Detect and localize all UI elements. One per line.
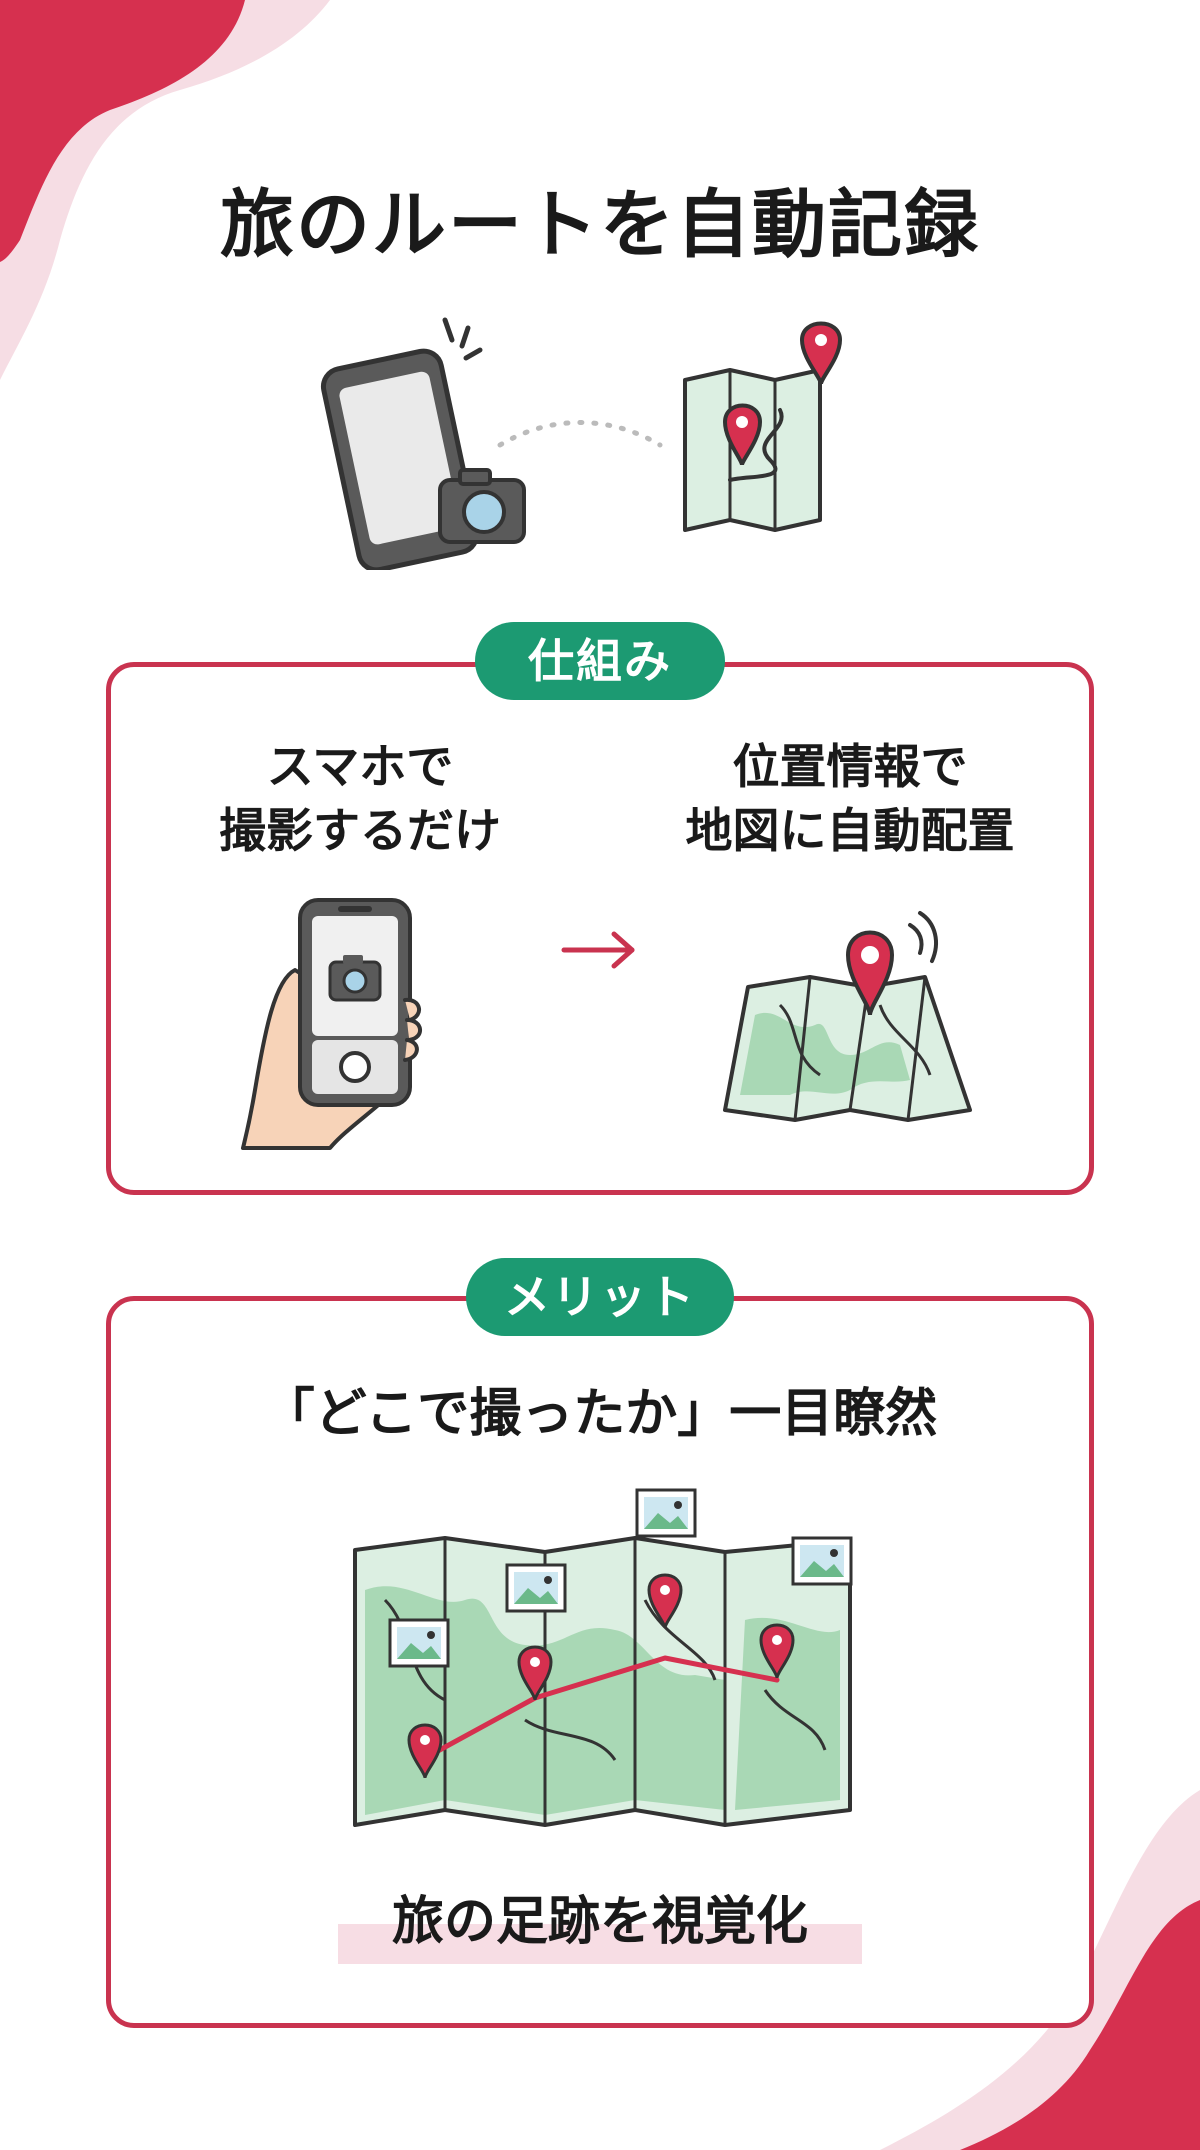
- location-pin-icon: [759, 1623, 795, 1679]
- photo-icon: [505, 1563, 567, 1613]
- top-left-blob: [0, 0, 245, 262]
- merit-headline: 「どこで撮ったか」一目瞭然: [262, 1384, 938, 1444]
- merit-footer: 旅の足跡を視覚化: [391, 1892, 808, 1952]
- arrow-right-icon: [561, 931, 635, 969]
- location-pin-icon: [845, 930, 895, 1016]
- page-title: 旅のルートを自動記録: [220, 182, 980, 268]
- photo-icon: [791, 1536, 853, 1586]
- bottom-right-blob: [960, 1900, 1200, 2150]
- merit-badge: メリット: [466, 1258, 734, 1336]
- step-right-line1: 位置情報で: [732, 740, 968, 795]
- route-map-illustration: [353, 1488, 853, 1827]
- location-pin-icon: [407, 1723, 443, 1779]
- dotted-connector: [497, 420, 663, 448]
- map-icon: [683, 368, 822, 532]
- camera-icon: [328, 955, 382, 1002]
- location-pin-icon: [647, 1573, 683, 1629]
- location-pin-icon: [722, 403, 763, 466]
- step-right-line2: 地図に自動配置: [685, 804, 1015, 859]
- hand-phone-icon: [241, 898, 422, 1150]
- step-left-caption: スマホで 撮影するだけ: [160, 736, 560, 864]
- map-icon: [723, 911, 972, 1122]
- how-it-works-badge: 仕組み: [475, 622, 725, 700]
- step-right-caption: 位置情報で 地図に自動配置: [640, 736, 1060, 864]
- photo-icon: [635, 1488, 697, 1538]
- hero-illustration: [320, 317, 843, 570]
- camera-icon: [438, 468, 526, 544]
- location-pin-icon: [517, 1645, 553, 1701]
- step-left-line1: スマホで: [266, 740, 454, 795]
- location-pin-icon: [799, 321, 843, 385]
- sparkle-lines: [442, 317, 483, 361]
- footer-highlight: [338, 1924, 862, 1964]
- photo-icon: [388, 1618, 450, 1668]
- step-left-line2: 撮影するだけ: [219, 804, 501, 859]
